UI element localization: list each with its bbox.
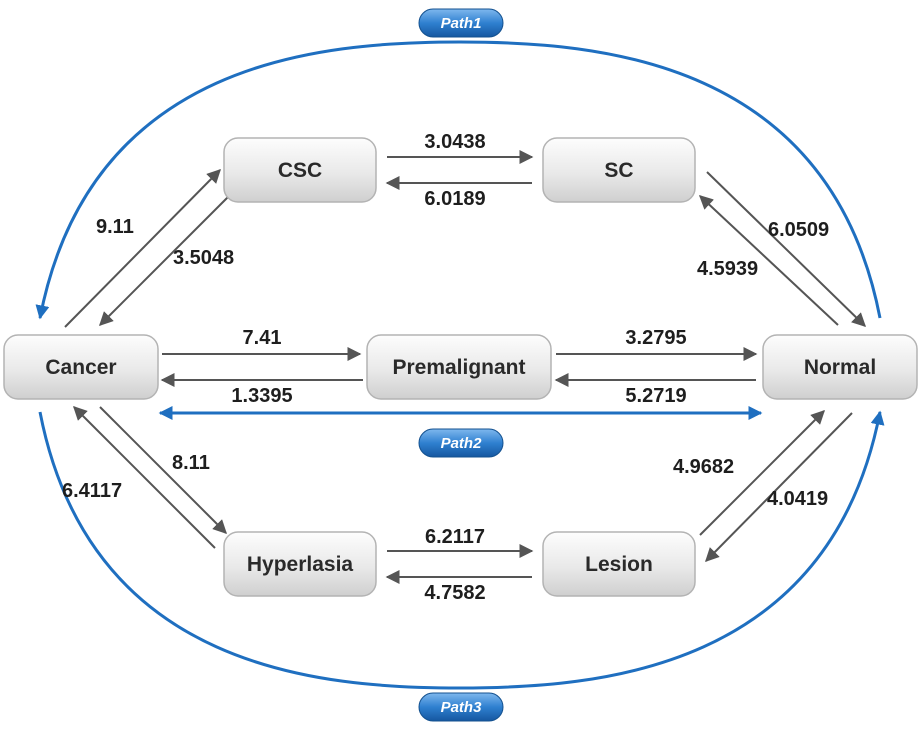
arrow-csc-to-cancer bbox=[99, 196, 229, 326]
rate-premalignant-to-normal: 3.2795 bbox=[625, 327, 686, 349]
rate-cancer-to-hyperlasia: 8.11 bbox=[172, 452, 210, 474]
arrow-cancer-to-hyperlasia bbox=[99, 406, 227, 534]
rate-lesion-to-normal: 4.9682 bbox=[673, 456, 734, 478]
rate-premalignant-to-cancer: 1.3395 bbox=[231, 385, 292, 407]
path3-arc bbox=[38, 410, 885, 690]
path2-label: Path2 bbox=[441, 435, 483, 452]
path3-badge: Path3 bbox=[418, 692, 504, 722]
node-cancer: Cancer bbox=[3, 334, 159, 400]
path1-badge: Path1 bbox=[418, 8, 504, 38]
node-lesion-label: Lesion bbox=[585, 553, 653, 576]
rate-cancer-to-premalignant: 7.41 bbox=[243, 327, 282, 349]
rate-normal-to-premalignant: 5.2719 bbox=[625, 385, 686, 407]
rate-cancer-to-csc: 9.11 bbox=[96, 216, 134, 238]
rate-sc-to-normal: 6.0509 bbox=[768, 219, 829, 241]
path1-label: Path1 bbox=[441, 15, 482, 32]
rate-normal-to-sc: 4.5939 bbox=[697, 258, 758, 280]
rate-csc-to-sc: 3.0438 bbox=[424, 131, 485, 153]
path2-badge: Path2 bbox=[418, 428, 504, 458]
node-csc: CSC bbox=[223, 137, 377, 203]
arrow-normal-to-sc bbox=[698, 195, 839, 326]
node-csc-label: CSC bbox=[278, 159, 322, 182]
arrow-sc-to-normal bbox=[706, 171, 867, 327]
node-hyperlasia: Hyperlasia bbox=[223, 531, 377, 597]
rate-csc-to-cancer: 3.5048 bbox=[173, 247, 234, 269]
node-premalignant: Premalignant bbox=[366, 334, 552, 400]
node-sc-label: SC bbox=[604, 159, 633, 182]
rate-hyperlasia-to-cancer: 6.4117 bbox=[62, 480, 122, 502]
rate-sc-to-csc: 6.0189 bbox=[424, 188, 485, 210]
rate-normal-to-lesion: 4.0419 bbox=[767, 488, 828, 510]
arrow-hyperlasia-to-cancer bbox=[73, 406, 216, 549]
node-lesion: Lesion bbox=[542, 531, 696, 597]
arrow-lesion-to-normal bbox=[699, 410, 825, 536]
node-premalignant-label: Premalignant bbox=[392, 356, 525, 379]
arrow-normal-to-lesion bbox=[705, 412, 853, 562]
node-hyperlasia-label: Hyperlasia bbox=[247, 553, 354, 576]
node-cancer-label: Cancer bbox=[45, 356, 116, 379]
path1-arc bbox=[35, 40, 882, 320]
arrow-cancer-to-csc bbox=[64, 169, 221, 328]
node-normal-label: Normal bbox=[804, 356, 876, 379]
node-normal: Normal bbox=[762, 334, 918, 400]
rate-hyperlasia-to-lesion: 6.2117 bbox=[425, 526, 485, 548]
node-sc: SC bbox=[542, 137, 696, 203]
path3-label: Path3 bbox=[441, 699, 483, 716]
rate-lesion-to-hyperlasia: 4.7582 bbox=[424, 582, 485, 604]
